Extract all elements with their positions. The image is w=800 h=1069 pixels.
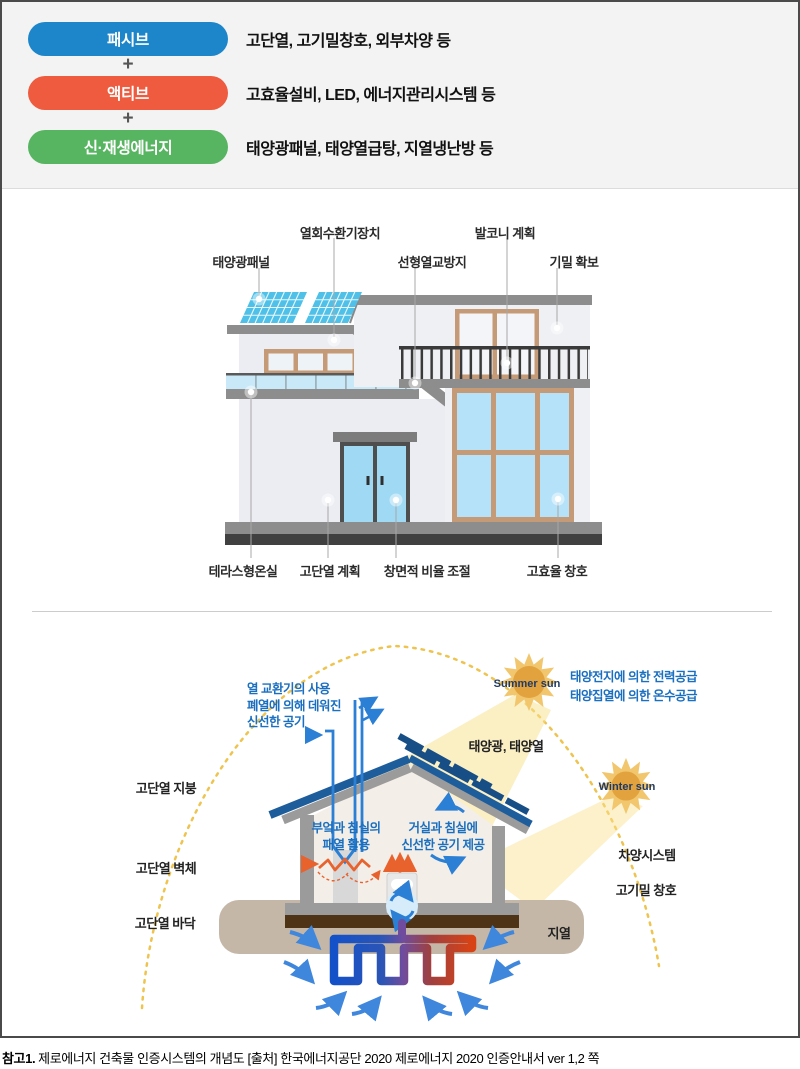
section-divider [32,611,772,612]
summer-sun-icon [500,653,558,711]
label-insulated-floor: 고단열 바닥 [134,916,196,931]
label-thermal-bridge-prevention: 선형열교방지 [397,255,467,270]
curtain-wall-window [452,388,574,522]
active-row: 액티브 고효율설비, LED, 에너지관리시스템 등 [28,76,496,110]
geothermal-loop [329,919,477,986]
winter-sunbeam [472,796,643,910]
label-insulated-wall: 고단열 벽체 [135,861,197,876]
waste-heat-exchanger [301,851,418,884]
winter-sun-icon [597,757,655,815]
leader-lines [250,238,559,558]
label-geothermal: 지열 [547,926,571,941]
foundation [225,534,602,545]
label-solar-heat: 태양광, 태양열 [468,739,544,754]
passive-row: 패시브 고단열, 고기밀창호, 외부차양 등 [28,22,451,56]
balcony-railing [399,346,590,379]
label-terrace-greenhouse: 테라스형온실 [208,564,278,579]
label-efficient-window: 고효율 창호 [526,564,588,579]
passive-description: 고단열, 고기밀창호, 외부차양 등 [246,33,451,50]
label-heat-recovery-unit: 열회수환기장치 [299,226,381,241]
outer-frame: 패시브 고단열, 고기밀창호, 외부차양 등 + 액티브 고효율설비, LED,… [0,0,800,1038]
house-cross-section-figure: 태양광패널 열회수환기장치 선형열교방지 발코니 계획 기밀 확보 테라스형온실… [2,192,800,612]
roof-solar-collector [404,743,530,815]
active-badge: 액티브 [28,76,228,110]
energy-flow-figure: 열 교환기의 사용 폐열에 의해 데워진 신선한 공기 고단열 지붕 고단열 벽… [2,612,800,1040]
plus-icon: + [122,108,134,129]
label-kitchen-note: 부엌과 침실의 패열 활용 [311,821,381,852]
figure-caption: 참고1.제로에너지 건축물 인증시스템의 개념도 [출처] 한국에너지공단 20… [2,1048,600,1067]
renewable-badge: 신·재생에너지 [28,130,228,164]
renewable-row: 신·재생에너지 태양광패널, 태양열급탕, 지열냉난방 등 [28,130,494,164]
leader-dots [244,292,565,507]
base-slab [225,522,602,534]
label-insulated-roof: 고단열 지붕 [135,781,197,796]
label-airtight-window: 고기밀 창호 [615,883,677,898]
house-cross-section-art [225,238,602,558]
roof-solar-collector [397,733,493,790]
indoor-air-arrows [430,791,467,875]
passive-badge: 패시브 [28,22,228,56]
active-description: 고효율설비, LED, 에너지관리시스템 등 [246,87,496,104]
plus-icon: + [122,54,134,75]
caption-ref: 참고1. [2,1051,36,1066]
label-balcony-plan: 발코니 계획 [474,226,536,241]
label-heat-exchanger-note: 열 교환기의 사용 폐열에 의해 데워진 신선한 공기 [247,682,341,729]
label-summer-sun: Summer sun [493,678,561,690]
entry-door [333,432,417,522]
label-airtightness: 기밀 확보 [549,255,599,270]
heat-pump-icon [386,879,418,933]
strategy-panel: 패시브 고단열, 고기밀창호, 외부차양 등 + 액티브 고효율설비, LED,… [2,2,798,189]
caption-text: 제로에너지 건축물 인증시스템의 개념도 [출처] 한국에너지공단 2020 제… [38,1051,600,1066]
energy-flow-art [140,644,661,1022]
label-window-ratio: 창면적 비율 조절 [383,564,471,579]
label-winter-sun: Winter sun [598,781,656,793]
renewable-description: 태양광패널, 태양열급탕, 지열냉난방 등 [246,141,494,158]
airflow-arrows [283,925,521,1022]
label-insulation-plan: 고단열 계획 [299,564,361,579]
label-living-note: 거실과 침실에 신선한 공기 제공 [401,821,485,852]
label-shading-system: 차양시스템 [618,848,676,863]
label-solar-panel: 태양광패널 [212,255,270,270]
sun-path-arc [140,644,661,1010]
label-supply-note: 태양전지에 의한 전력공급 태양집열에 의한 온수공급 [570,670,697,703]
right-building [354,295,592,522]
